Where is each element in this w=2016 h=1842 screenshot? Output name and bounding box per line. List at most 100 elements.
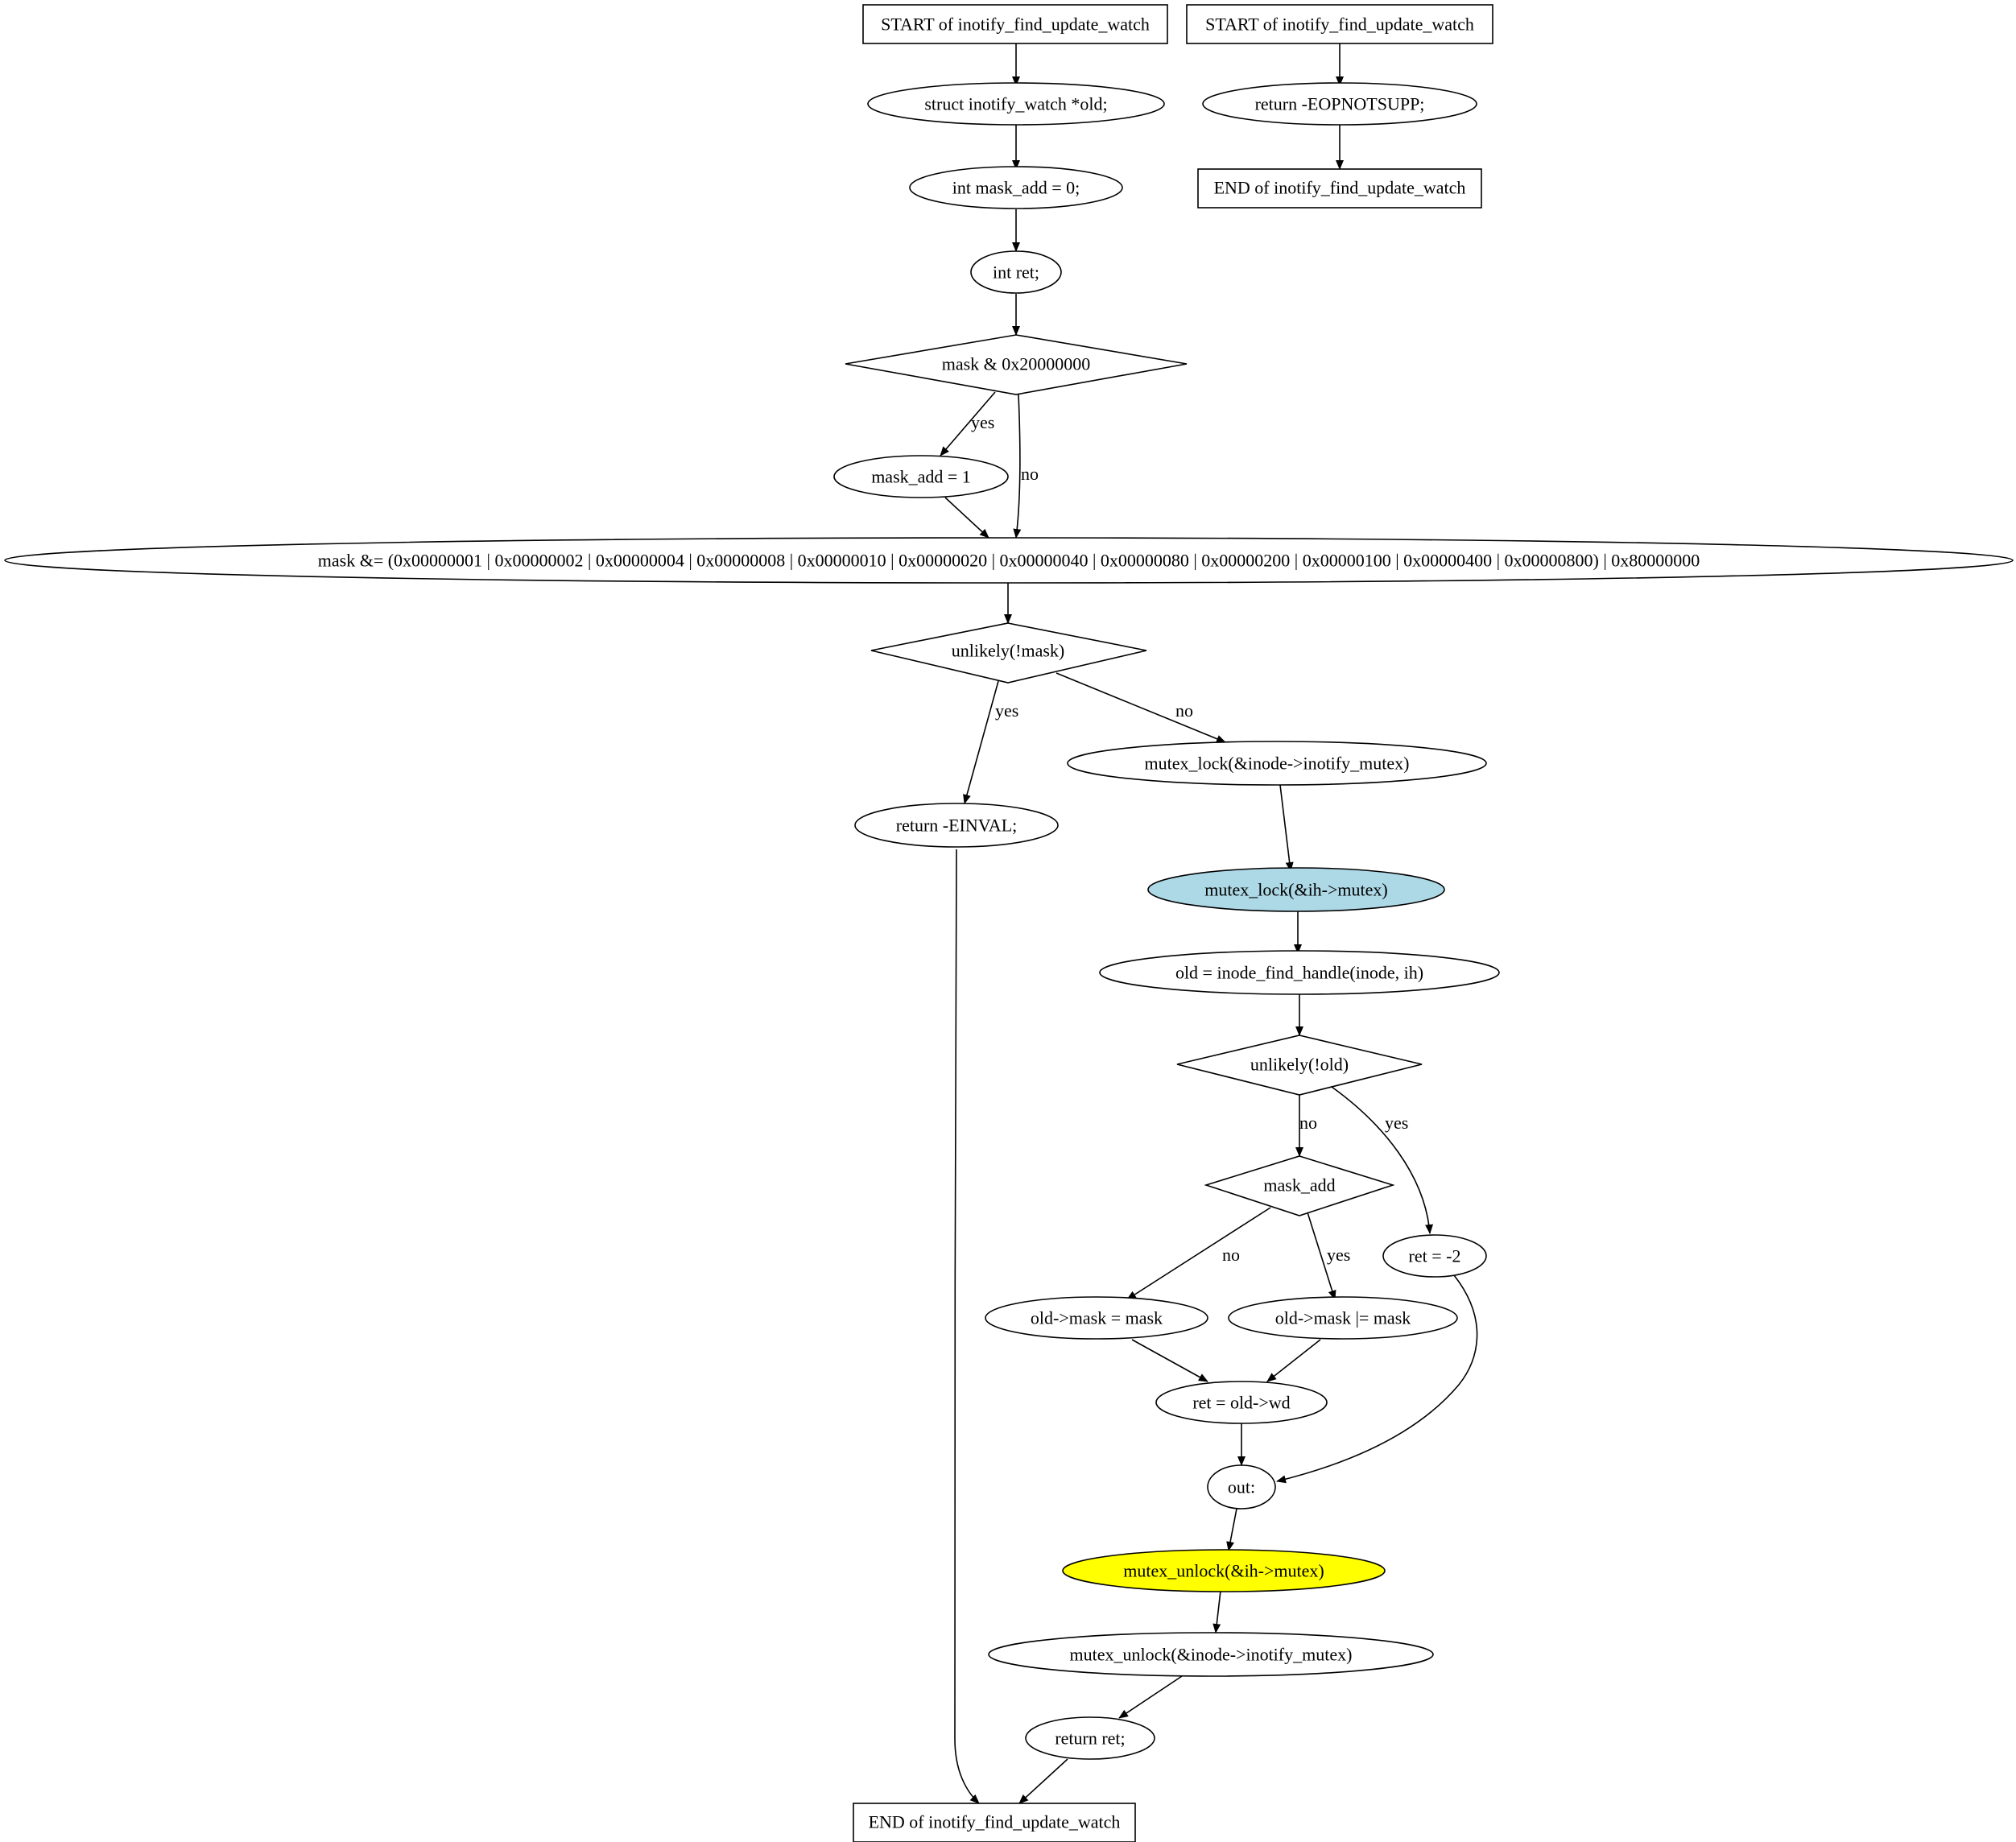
node-return-einval: return -EINVAL;	[854, 803, 1059, 848]
node-unlock-ih-label: mutex_unlock(&ih->mutex)	[1123, 1561, 1324, 1581]
node-lock-ih-shape	[1147, 867, 1445, 912]
node-lock-ih: mutex_lock(&ih->mutex)	[1147, 867, 1445, 912]
node-assign-mask: old->mask = mask	[985, 1296, 1208, 1340]
node-decl-old-label: struct inotify_watch *old;	[924, 94, 1107, 114]
node-set-mask-add-label: mask_add = 1	[871, 467, 971, 487]
node-ret-neg2-shape	[1382, 1234, 1487, 1278]
node-decl-mask-add: int mask_add = 0;	[909, 166, 1123, 209]
node-return-einval-label: return -EINVAL;	[896, 816, 1018, 836]
node-ret-wd-shape	[1155, 1381, 1328, 1424]
node-cond-mask-flag: mask & 0x20000000	[845, 334, 1188, 395]
edge-mask-no	[1056, 672, 1226, 743]
edge-neg2-out	[1276, 1274, 1478, 1484]
node-return-einval-shape	[854, 803, 1059, 848]
node-lock-inotify-label: mutex_lock(&inode->inotify_mutex)	[1145, 754, 1410, 774]
node-start-2-box	[1186, 4, 1493, 44]
edge-add-no	[1126, 1207, 1271, 1300]
node-label-out-label: out:	[1228, 1477, 1255, 1497]
node-end-1-label: END of inotify_find_update_watch	[869, 1812, 1121, 1832]
node-cond-mask-add: mask_add	[1204, 1155, 1395, 1216]
node-decl-old-shape	[867, 82, 1165, 126]
edge-mask-yes	[963, 680, 999, 804]
node-start-1-label: START of inotify_find_update_watch	[881, 14, 1150, 35]
node-decl-ret: int ret;	[970, 250, 1062, 294]
node-start-1: START of inotify_find_update_watch	[862, 4, 1168, 44]
edge-label-mask-yes: yes	[995, 700, 1018, 721]
node-unlock-ih: mutex_unlock(&ih->mutex)	[1062, 1549, 1386, 1592]
node-unlock-inotify: mutex_unlock(&inode->inotify_mutex)	[988, 1632, 1434, 1677]
node-return-eopnotsupp-shape	[1202, 82, 1477, 126]
node-start-2: START of inotify_find_update_watch	[1186, 4, 1493, 44]
node-unlock-ih-shape	[1062, 1549, 1386, 1592]
node-cond-unlikely-old: unlikely(!old)	[1176, 1035, 1423, 1096]
edge-flag-no	[1013, 394, 1022, 539]
node-or-mask-label: old->mask |= mask	[1275, 1308, 1411, 1328]
edge-einval-end	[954, 849, 980, 1804]
edge-label-old-yes: yes	[1385, 1113, 1408, 1133]
node-cond-unlikely-mask: unlikely(!mask)	[870, 622, 1147, 684]
edge-label-old-no: no	[1299, 1113, 1317, 1133]
node-label-out-shape	[1207, 1464, 1276, 1510]
node-or-mask-shape	[1228, 1296, 1458, 1340]
edge-lock-inotify-lock-ih	[1279, 784, 1294, 872]
node-return-eopnotsupp: return -EOPNOTSUPP;	[1202, 82, 1477, 126]
node-mask-and-label: mask &= (0x00000001 | 0x00000002 | 0x000…	[318, 551, 1700, 571]
node-end-2-label: END of inotify_find_update_watch	[1214, 178, 1466, 198]
node-assign-mask-label: old->mask = mask	[1031, 1308, 1163, 1328]
edge-unlock-inotify-return	[1118, 1675, 1183, 1719]
edge-set-mask-add-and	[944, 497, 989, 539]
node-return-ret-label: return ret;	[1055, 1728, 1125, 1749]
node-cond-mask-add-label: mask_add	[1263, 1175, 1335, 1196]
edge-unlock-ih-unlock-inotify	[1212, 1590, 1221, 1633]
node-ret-wd-label: ret = old->wd	[1192, 1393, 1290, 1413]
edge-flag-yes	[940, 391, 996, 456]
node-lock-ih-label: mutex_lock(&ih->mutex)	[1204, 880, 1387, 900]
node-return-eopnotsupp-label: return -EOPNOTSUPP;	[1255, 94, 1425, 114]
node-ret-neg2: ret = -2	[1382, 1234, 1487, 1278]
node-start-2-label: START of inotify_find_update_watch	[1205, 14, 1474, 35]
edge-label-flag-yes: yes	[971, 412, 994, 432]
edges	[940, 43, 1478, 1804]
node-decl-ret-shape	[970, 250, 1062, 294]
edge-add-yes	[1307, 1212, 1336, 1300]
node-decl-ret-label: int ret;	[993, 262, 1039, 283]
node-end-1-box	[853, 1803, 1136, 1842]
node-find-handle-shape	[1099, 950, 1500, 995]
edge-out-unlock-ih	[1226, 1508, 1237, 1551]
node-cond-unlikely-mask-shape	[870, 622, 1147, 684]
node-or-mask: old->mask |= mask	[1228, 1296, 1458, 1340]
node-decl-mask-add-label: int mask_add = 0;	[952, 178, 1080, 198]
edge-label-add-no: no	[1222, 1245, 1240, 1265]
node-cond-mask-add-shape	[1204, 1155, 1395, 1216]
edge-label-add-yes: yes	[1327, 1245, 1350, 1265]
node-lock-inotify: mutex_lock(&inode->inotify_mutex)	[1067, 741, 1487, 786]
node-cond-mask-flag-shape	[845, 334, 1188, 395]
edge-return-end	[1018, 1758, 1068, 1804]
node-cond-unlikely-old-label: unlikely(!old)	[1250, 1055, 1349, 1075]
node-cond-unlikely-mask-label: unlikely(!mask)	[952, 641, 1065, 661]
edge-label-mask-no: no	[1175, 700, 1193, 721]
node-mask-and-shape	[4, 537, 2014, 584]
node-assign-mask-shape	[985, 1296, 1208, 1340]
node-ret-neg2-label: ret = -2	[1409, 1246, 1461, 1266]
node-find-handle: old = inode_find_handle(inode, ih)	[1099, 950, 1500, 995]
node-end-2-box	[1197, 168, 1482, 209]
node-set-mask-add-shape	[833, 455, 1009, 498]
node-mask-and: mask &= (0x00000001 | 0x00000002 | 0x000…	[4, 537, 2014, 584]
node-find-handle-label: old = inode_find_handle(inode, ih)	[1175, 963, 1423, 983]
node-end-2: END of inotify_find_update_watch	[1197, 168, 1482, 209]
node-decl-mask-add-shape	[909, 166, 1123, 209]
node-label-out: out:	[1207, 1464, 1276, 1510]
node-unlock-inotify-label: mutex_unlock(&inode->inotify_mutex)	[1070, 1645, 1353, 1665]
node-return-ret: return ret;	[1025, 1716, 1155, 1760]
node-return-ret-shape	[1025, 1716, 1155, 1760]
edge-or-ret-wd	[1266, 1339, 1321, 1382]
node-lock-inotify-shape	[1067, 741, 1487, 786]
node-decl-old: struct inotify_watch *old;	[867, 82, 1165, 126]
node-ret-wd: ret = old->wd	[1155, 1381, 1328, 1424]
node-unlock-inotify-shape	[988, 1632, 1434, 1677]
edge-assign-ret-wd	[1131, 1339, 1208, 1382]
node-cond-unlikely-old-shape	[1176, 1035, 1423, 1096]
node-end-1: END of inotify_find_update_watch	[853, 1803, 1136, 1842]
